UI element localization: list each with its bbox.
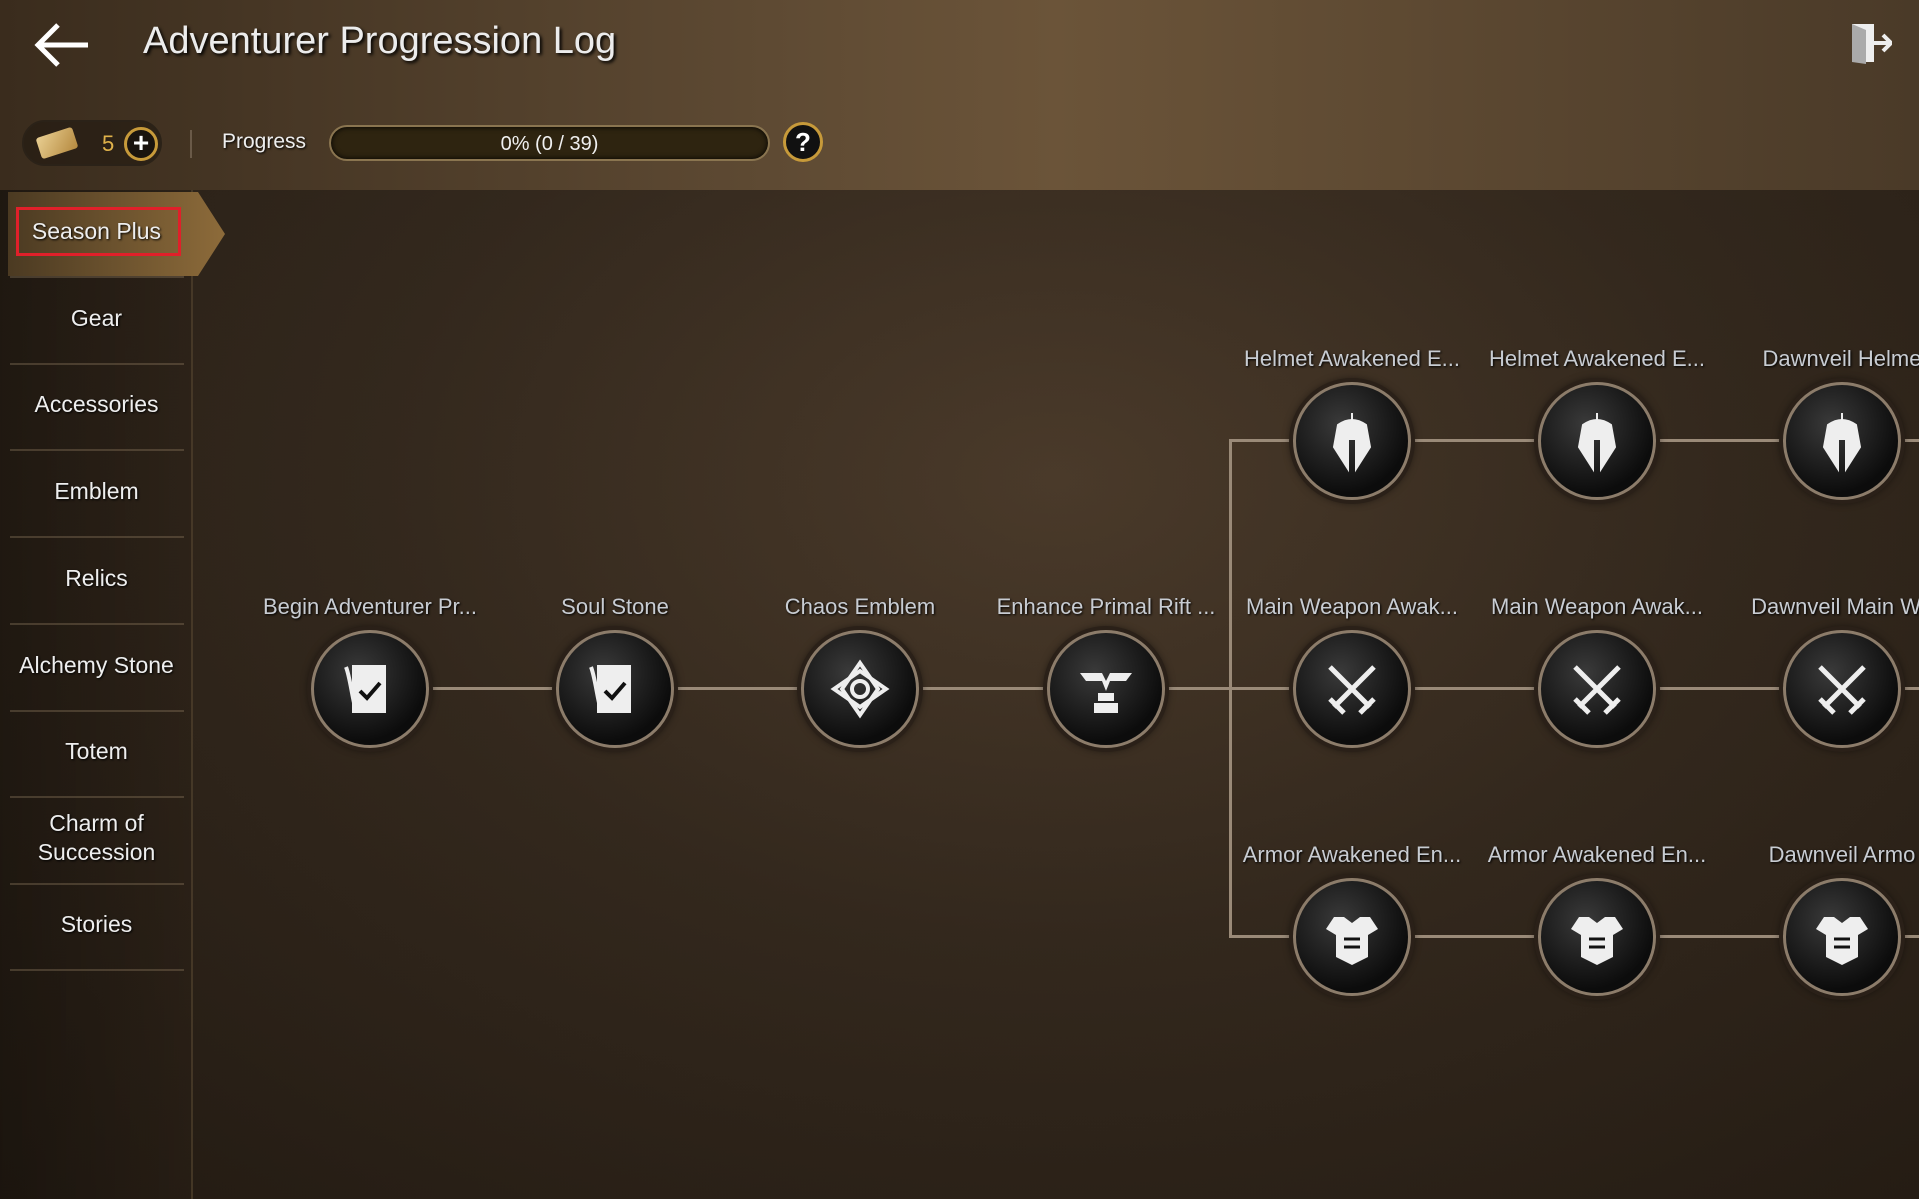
progression-node[interactable] <box>1538 382 1656 500</box>
progress-label: Progress <box>222 130 307 153</box>
progression-node[interactable] <box>1783 630 1901 748</box>
page-title: Adventurer Progression Log <box>143 20 617 62</box>
helmet-icon <box>1822 413 1862 473</box>
sidebar <box>0 190 193 1199</box>
scroll-check-icon <box>344 665 386 713</box>
node-label: Begin Adventurer Pr... <box>262 594 478 619</box>
node-label: Dawnveil Main We <box>1751 594 1919 619</box>
progression-node[interactable] <box>1783 382 1901 500</box>
knot-emblem-icon <box>830 659 890 719</box>
armor-icon <box>1326 917 1378 965</box>
separator <box>190 130 192 158</box>
helmet-icon <box>1577 413 1617 473</box>
ticket-icon <box>35 126 79 160</box>
sidebar-divider <box>10 276 184 278</box>
selection-outline <box>16 207 181 256</box>
selected-tab-highlight <box>8 192 225 276</box>
progress-text: 0% (0 / 39) <box>500 133 599 155</box>
sidebar-divider <box>10 883 184 885</box>
sidebar-divider <box>10 363 184 365</box>
sidebar-item-relics[interactable]: Relics <box>65 564 128 591</box>
currency-pill: 5 + <box>22 120 162 166</box>
crossed-swords-icon <box>1573 665 1621 715</box>
progression-node[interactable] <box>1538 630 1656 748</box>
helmet-icon <box>1332 413 1372 473</box>
progression-node[interactable] <box>1293 382 1411 500</box>
sidebar-item-gear[interactable]: Gear <box>70 304 123 331</box>
sidebar-divider <box>10 710 184 712</box>
armor-icon <box>1571 917 1623 965</box>
armor-icon <box>1816 917 1868 965</box>
sidebar-item-stories[interactable]: Stories <box>60 910 133 937</box>
connector-line <box>1229 441 1232 937</box>
sidebar-divider <box>10 796 184 798</box>
progress-bar: 0% (0 / 39) <box>329 125 770 161</box>
sidebar-item-alchemy-stone[interactable]: Alchemy Stone <box>19 651 174 678</box>
node-label: Dawnveil Helme <box>1762 346 1919 371</box>
sidebar-item-emblem[interactable]: Emblem <box>54 477 139 504</box>
back-arrow-icon[interactable] <box>32 22 92 68</box>
help-button[interactable]: ? <box>783 122 823 162</box>
exit-icon[interactable] <box>1848 20 1892 66</box>
progression-node[interactable] <box>1783 878 1901 996</box>
scroll-check-icon <box>589 665 631 713</box>
node-label: Chaos Emblem <box>784 594 936 619</box>
node-label: Soul Stone <box>561 594 669 619</box>
add-currency-button[interactable]: + <box>124 127 158 161</box>
node-label: Armor Awakened En... <box>1487 842 1707 867</box>
node-label: Helmet Awakened E... <box>1243 346 1461 371</box>
node-label: Armor Awakened En... <box>1242 842 1462 867</box>
progression-node[interactable] <box>556 630 674 748</box>
progression-node[interactable] <box>1293 630 1411 748</box>
sidebar-item-season-plus[interactable]: Season Plus <box>31 217 162 244</box>
node-label: Helmet Awakened E... <box>1488 346 1706 371</box>
sidebar-divider <box>10 969 184 971</box>
progression-node[interactable] <box>311 630 429 748</box>
node-label: Main Weapon Awak... <box>1246 594 1458 619</box>
sidebar-divider <box>10 536 184 538</box>
progression-node[interactable] <box>1293 878 1411 996</box>
sidebar-divider <box>10 449 184 451</box>
progression-node[interactable] <box>1047 630 1165 748</box>
header <box>0 0 1919 190</box>
sidebar-item-accessories[interactable]: Accessories <box>34 390 159 417</box>
progression-node[interactable] <box>1538 878 1656 996</box>
winged-totem-icon <box>1080 673 1132 713</box>
sidebar-item-charm-of-succession[interactable]: Charm of Succession <box>37 810 156 865</box>
node-label: Enhance Primal Rift ... <box>996 594 1216 619</box>
node-label: Main Weapon Awak... <box>1491 594 1703 619</box>
sidebar-item-totem[interactable]: Totem <box>65 737 128 764</box>
currency-count: 5 <box>102 131 115 156</box>
progression-node[interactable] <box>801 630 919 748</box>
crossed-swords-icon <box>1818 665 1866 715</box>
crossed-swords-icon <box>1328 665 1376 715</box>
node-label: Dawnveil Armo <box>1768 842 1916 867</box>
sidebar-divider <box>10 623 184 625</box>
